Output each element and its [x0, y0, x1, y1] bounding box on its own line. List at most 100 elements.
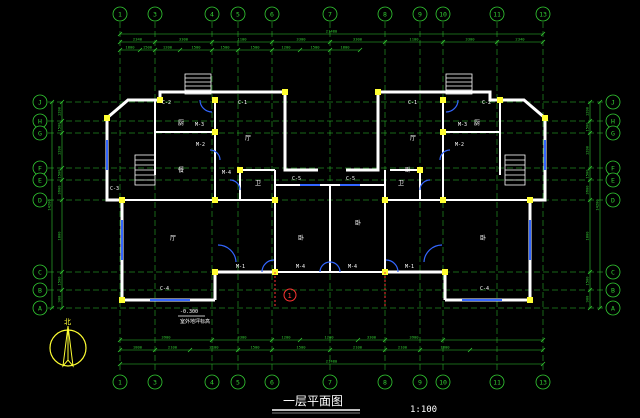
dim-left-total: 14200 — [47, 99, 55, 311]
stair-top-left — [184, 73, 212, 95]
window-tag: C-1 — [238, 100, 247, 106]
axis-bubble-label: 4 — [210, 11, 214, 19]
dimension-text: 3300 — [465, 37, 475, 42]
dim-top-total: 21480 — [117, 29, 546, 37]
window-tag: C-1 — [408, 100, 417, 106]
section-marker-label: 1 — [288, 292, 292, 300]
room-label: 卧 — [298, 234, 304, 242]
axis-bubble-label: C — [38, 269, 42, 277]
axis-bubble-label: 9 — [418, 379, 422, 387]
dimension-text: 1800 — [57, 231, 62, 241]
axis-bubble-label: A — [611, 305, 615, 313]
dimension-text: 21480 — [326, 29, 338, 34]
dimension-text: 1500 — [296, 345, 306, 350]
elevation-value: -0.300 — [180, 309, 198, 315]
stair-top-right — [445, 73, 473, 95]
dimension-text: 3300 — [367, 335, 377, 340]
dimension-text: 1500 — [310, 45, 320, 50]
elevation-note: -0.300 室外地坪标高 — [178, 309, 210, 325]
axis-bubble-top: 10 — [435, 6, 451, 22]
axis-bubble-label: 9 — [418, 11, 422, 19]
room-label: 厅 — [410, 135, 416, 142]
axis-bubble-bottom: 1 — [112, 374, 128, 390]
dimension-text: 1200 — [57, 145, 62, 155]
window-openings — [106, 140, 546, 301]
door-swings — [199, 99, 459, 273]
room-label: 厅 — [170, 235, 176, 242]
axis-bubble-bottom: 6 — [264, 374, 280, 390]
north-arrow-icon: 北 — [49, 318, 87, 368]
door-tag: M-4 — [222, 170, 231, 176]
dimension-text: 1500 — [250, 45, 260, 50]
dimension-text: 900 — [585, 295, 590, 303]
axis-bubble-top: 1 — [112, 6, 128, 22]
door-tag: M-1 — [405, 264, 414, 270]
axis-bubble-bottom: 3 — [147, 374, 163, 390]
dimension-text: 1200 — [281, 45, 291, 50]
axis-bubble-label: A — [38, 305, 42, 313]
dimension-text: 14200 — [47, 199, 52, 211]
door-tag: M-1 — [236, 264, 245, 270]
axis-bubble-label: 4 — [210, 379, 214, 387]
dimension-text: 1500 — [143, 45, 153, 50]
dimension-text: 1500 — [585, 276, 590, 286]
room-label: 卧 — [405, 166, 411, 174]
entrance-markers — [274, 272, 386, 308]
window-tag: C-2 — [162, 100, 171, 106]
axis-bubble-right: C — [605, 264, 621, 280]
dimension-text: 3300 — [179, 37, 189, 42]
axis-bubble-top: 8 — [377, 6, 393, 22]
dimension-text: 1800 — [133, 345, 143, 350]
axis-bubble-right: D — [605, 192, 621, 208]
axis-bubble-top: 3 — [147, 6, 163, 22]
axis-bubble-label: 8 — [383, 11, 387, 19]
door-tag: M-4 — [296, 264, 305, 270]
axis-bubble-top: 13 — [535, 6, 551, 22]
axis-bubble-left: B — [32, 282, 48, 298]
window-tag: C-4 — [480, 286, 489, 292]
axis-bubble-top: 6 — [264, 6, 280, 22]
dimension-text: 2340 — [515, 37, 525, 42]
dimension-text: 1200 — [281, 335, 291, 340]
axis-bubble-label: 10 — [439, 379, 447, 387]
dimension-text: 2100 — [168, 345, 178, 350]
axis-bubble-top: 7 — [322, 6, 338, 22]
axis-bubble-label: 3 — [153, 379, 157, 387]
door-tag: M-2 — [196, 142, 205, 148]
axis-bubble-right: B — [605, 282, 621, 298]
axis-bubble-label: 13 — [539, 11, 547, 19]
dimension-text: 1200 — [163, 45, 173, 50]
room-label: 卫 — [255, 180, 261, 187]
axis-bubble-label: H — [611, 118, 615, 126]
axis-bubble-label: B — [38, 287, 42, 295]
axis-bubble-label: 8 — [383, 379, 387, 387]
axis-bubble-label: E — [611, 177, 615, 185]
axis-bubble-label: D — [611, 197, 615, 205]
dimension-text: 1200 — [585, 106, 590, 116]
wall-outline-right — [346, 90, 547, 300]
axis-bubble-bottom: 13 — [535, 374, 551, 390]
axis-bubble-bottom: 5 — [230, 374, 246, 390]
room-label: 卫 — [398, 180, 404, 187]
dimension-text: 1500 — [57, 276, 62, 286]
axis-bubble-label: B — [611, 287, 615, 295]
axis-bubble-bottom: 4 — [204, 374, 220, 390]
dimension-text: 3900 — [409, 335, 419, 340]
axis-bubble-label: F — [38, 165, 42, 173]
window-tag: C-5 — [292, 176, 301, 182]
axis-bubble-left: J — [32, 94, 48, 110]
dimension-text: 1500 — [220, 45, 230, 50]
dimension-text: 21480 — [326, 359, 338, 364]
dimension-text: 3900 — [161, 335, 171, 340]
room-label: 卧 — [480, 234, 486, 242]
axis-bubble-label: G — [38, 130, 42, 138]
dimension-text: 14200 — [595, 199, 600, 211]
dimension-text: 1500 — [57, 169, 62, 179]
axis-bubble-right: J — [605, 94, 621, 110]
dimension-text: 1200 — [57, 106, 62, 116]
axis-bubble-left: G — [32, 125, 48, 141]
drawing-title: 一层平面图 — [283, 394, 343, 408]
